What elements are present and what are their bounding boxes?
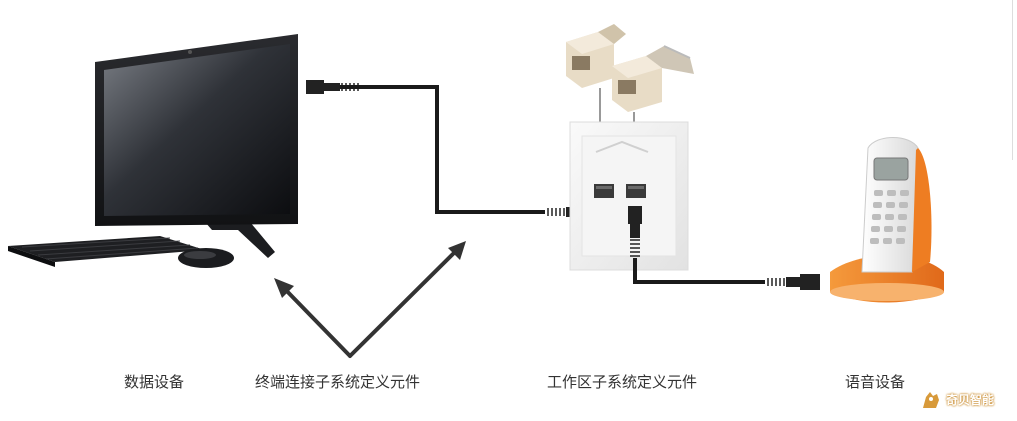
- keystone-jack-2: [612, 45, 694, 112]
- label-terminal-subsystem: 终端连接子系统定义元件: [255, 373, 421, 391]
- all-in-one-computer: [8, 34, 298, 268]
- arrow-head-left: [274, 278, 294, 298]
- wall-faceplate: [569, 121, 689, 271]
- watermark-text: 奇贝智能: [946, 392, 995, 407]
- edge-line: [1012, 0, 1013, 160]
- terminal-arrows: [277, 243, 464, 358]
- cordless-phone: [830, 137, 944, 303]
- watermark: 奇贝智能: [920, 388, 994, 410]
- label-voice-device: 语音设备: [845, 373, 906, 391]
- arrow-head-right: [448, 241, 466, 260]
- data-cable: [340, 85, 545, 214]
- rooster-logo-icon: [923, 392, 939, 408]
- label-data-device: 数据设备: [124, 373, 185, 391]
- voice-cable: [633, 258, 765, 284]
- rj45-plug-phone: [767, 274, 820, 290]
- keystone-jack-1: [566, 24, 626, 88]
- label-work-area-subsystem: 工作区子系统定义元件: [547, 373, 698, 391]
- rj45-plug-faceplate-right: [628, 206, 642, 257]
